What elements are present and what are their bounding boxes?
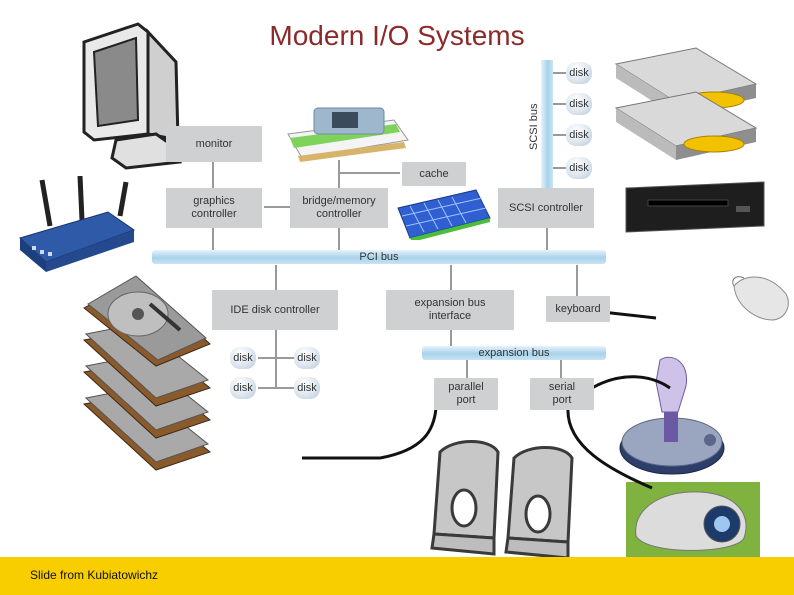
bridge-memory-controller-box: bridge/memory controller [290,188,388,228]
scsi-controller-box: SCSI controller [498,188,594,228]
ide-disk-2: disk [294,347,320,369]
ide-disk-4: disk [294,377,320,399]
expansion-bus-interface-box: expansion bus interface [386,290,514,330]
pci-to-keyboard-line [576,265,578,297]
mouse-illustration [732,276,789,321]
scsi-bus-label: SCSI bus [528,103,540,150]
ide-disk-1: disk [230,347,256,369]
expbus-to-parallel-line [466,359,468,379]
footer-bar: Slide from Kubiatowichz [0,557,794,595]
memory-module-illustration [287,107,409,162]
expansion-bus-label: expansion bus [478,347,550,359]
keyboard-box: keyboard [546,296,610,322]
parallel-port-box: parallel port [434,378,498,410]
wireless-router-illustration [19,176,136,272]
joystick-illustration [619,356,725,475]
graphics-to-pci-line [212,227,214,251]
graphics-to-bridge-line [264,206,290,208]
cache-to-bridge-line-v [338,160,340,188]
speakers-illustration [430,440,574,560]
pci-bus-label: PCI bus [359,251,399,263]
expbus-to-serial-line [560,359,562,379]
cache-box: cache [402,162,466,186]
pci-bus: PCI bus [152,250,606,264]
expansion-bus: expansion bus [422,346,606,360]
cache-to-bridge-line [338,172,400,174]
bridge-to-pci-line [338,227,340,251]
scsi-disk-1-line [553,72,567,74]
footer-credit: Slide from Kubiatowichz [30,568,159,582]
scsi-disk-4: disk [566,157,592,179]
pci-to-expansion-line [450,265,452,291]
slide-title: Modern I/O Systems [269,20,525,51]
scsi-to-pci-line [546,227,548,251]
monitor-illustration [82,22,182,170]
scsi-disk-1: disk [566,62,592,84]
tape-drive-illustration [625,181,765,233]
ide-disk-3: disk [230,377,256,399]
expansion-to-bus-line [450,329,452,347]
scsi-disk-2-line [553,103,567,105]
cpu-chip-illustration [397,189,491,240]
webcam-illustration [626,482,760,558]
monitor-to-graphics-line [212,160,214,188]
ide-disk-controller-box: IDE disk controller [212,290,338,330]
ide-disks-h2-line [258,387,296,389]
monitor-box: monitor [166,126,262,162]
scsi-bus [541,60,553,190]
ide-to-disks-line [275,329,277,389]
serial-port-box: serial port [530,378,594,410]
scsi-disk-2: disk [566,93,592,115]
scsi-disk-3-line [553,134,567,136]
optical-drives-illustration [614,47,758,160]
scsi-disk-4-line [553,167,567,169]
pci-to-ide-line [275,265,277,291]
ide-disks-h1-line [258,357,296,359]
graphics-controller-box: graphics controller [166,188,262,228]
hard-drive-stack-illustration [82,275,212,471]
scsi-disk-3: disk [566,124,592,146]
